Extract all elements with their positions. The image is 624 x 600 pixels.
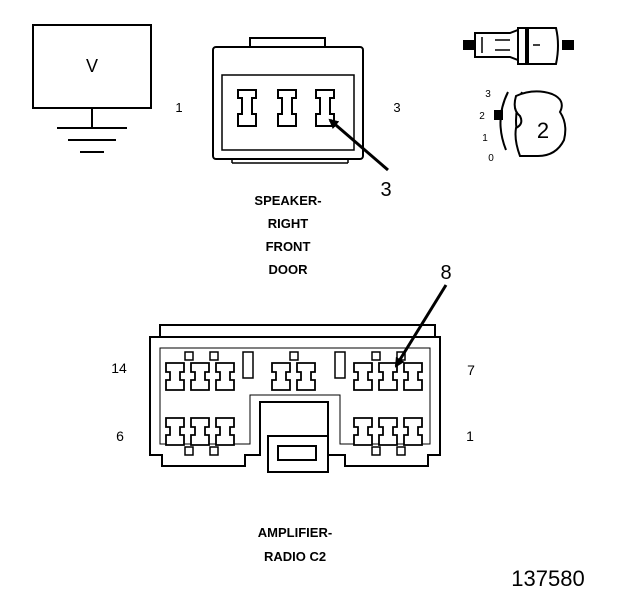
- amp-cavity-bottom: [353, 417, 373, 446]
- amp-cavity-top: [215, 362, 235, 391]
- speaker-callout-number: 3: [380, 179, 391, 201]
- speaker-label-line-4: DOOR: [269, 262, 309, 277]
- probe-legend: 3 2 1 0 2: [463, 27, 574, 164]
- amp-cavity-bottom: [190, 417, 210, 446]
- amp-cavity-bottom: [403, 417, 423, 446]
- amp-cavity-top: [378, 362, 398, 391]
- amp-cavity-top: [403, 362, 423, 391]
- speaker-callout-arrow: [328, 118, 389, 172]
- amp-cavity-bottom: [378, 417, 398, 446]
- speaker-label-line-3: FRONT: [266, 239, 311, 254]
- amp-pin-14-label: 14: [111, 360, 127, 376]
- probe-tick-1: 1: [482, 133, 488, 144]
- probe-tick-3: 3: [485, 89, 491, 100]
- ground-icon: [57, 108, 127, 153]
- probe-callout-number: 2: [537, 118, 549, 143]
- amp-callout-arrow: [394, 284, 448, 368]
- amp-cavity-top: [271, 362, 291, 391]
- amp-cavity-top: [353, 362, 373, 391]
- speaker-label-line-2: RIGHT: [268, 216, 309, 231]
- voltmeter-label: V: [86, 56, 98, 76]
- probe-tick-0: 0: [488, 153, 494, 164]
- amp-label-line-1: AMPLIFIER-: [258, 525, 332, 540]
- probe-tick-2: 2: [479, 111, 485, 122]
- probe-tip-icon: [494, 90, 567, 157]
- cavity-pin-1: [237, 89, 257, 127]
- amp-pin-1-label: 1: [466, 428, 474, 444]
- amp-callout-number: 8: [440, 262, 451, 284]
- amp-pin-7-label: 7: [467, 362, 475, 378]
- speaker-pin-1-label: 1: [175, 100, 182, 115]
- speaker-label-line-1: SPEAKER-: [254, 193, 321, 208]
- amplifier-connector: 14 7 6 1 8 AMPLIFIER- RADIO C2: [111, 262, 475, 564]
- probe-plug-icon: [463, 27, 574, 65]
- speaker-pin-3-label: 3: [393, 100, 400, 115]
- amp-cavity-top: [296, 362, 316, 391]
- cavity-pin-2: [277, 89, 297, 127]
- amp-cavity-top: [165, 362, 185, 391]
- amp-cavity-top: [190, 362, 210, 391]
- amp-cavity-bottom: [165, 417, 185, 446]
- amp-label-line-2: RADIO C2: [264, 549, 326, 564]
- speaker-connector: 1 3 3 SPEAKER- RIGHT FRONT DOOR: [175, 37, 401, 277]
- amp-cavity-bottom: [215, 417, 235, 446]
- figure-id: 137580: [511, 566, 584, 591]
- amp-pin-6-label: 6: [116, 428, 124, 444]
- voltmeter-symbol: V: [32, 24, 152, 153]
